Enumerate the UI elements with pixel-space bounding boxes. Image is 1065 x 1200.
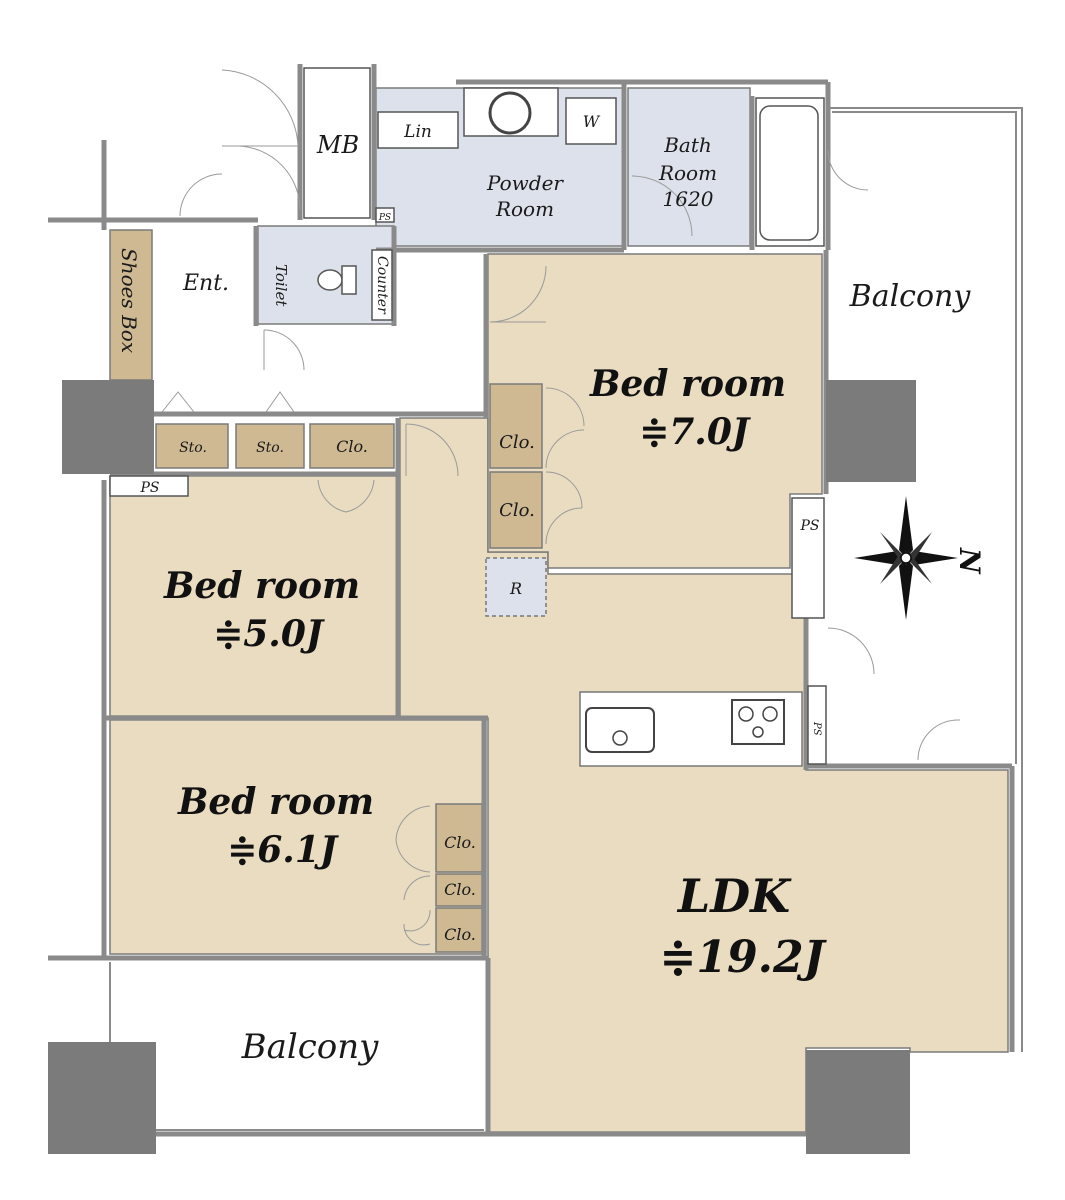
fridge-label: R	[509, 579, 522, 598]
burner-3	[752, 726, 764, 738]
vanity-cabinet	[463, 87, 559, 137]
washer-box	[565, 97, 617, 145]
sto-1-area	[155, 423, 229, 469]
kitchen-drain	[612, 730, 628, 746]
vanity-sink	[488, 91, 532, 135]
bedroom-7-name: Bed room	[589, 363, 786, 405]
ps-right-box	[791, 497, 825, 619]
ps-left-box	[109, 475, 189, 497]
ps-left-label: PS	[139, 480, 159, 496]
mb-label: MB	[316, 131, 359, 159]
bedroom-7-size: ≑7.0J	[639, 411, 751, 453]
shoes-box-area	[109, 229, 153, 381]
counter-box	[371, 249, 393, 321]
clo-hall-label: Clo.	[336, 437, 368, 456]
shoes-box-label: Shoes Box	[117, 248, 141, 353]
ldk-size: ≑19.2J	[660, 932, 828, 983]
powder-room-label-1: Powder	[486, 171, 564, 195]
sto-2-label: Sto.	[256, 440, 284, 456]
clo-a-area	[489, 383, 543, 469]
burner-2	[762, 706, 778, 722]
bedroom-5-area	[109, 475, 399, 717]
clo-d-label: Clo.	[444, 880, 476, 899]
toilet-tank	[341, 265, 357, 295]
bath-label-3: 1620	[663, 187, 714, 211]
ps-top-box	[375, 207, 395, 223]
toilet-label: Toilet	[272, 264, 290, 307]
bath-room-area	[627, 87, 751, 247]
ps-right-label: PS	[799, 518, 819, 534]
compass-rose	[854, 496, 958, 620]
kitchen-sink	[585, 707, 655, 753]
ps-kitchen-label: PS	[811, 721, 822, 736]
ps-top-label: PS	[378, 213, 391, 223]
compass-north-label: N	[953, 547, 986, 575]
burner-1	[738, 706, 754, 722]
clo-c-label: Clo.	[444, 833, 476, 852]
entrance-label: Ent.	[182, 271, 229, 296]
counter-label: Counter	[374, 256, 390, 315]
bathtub-inner	[759, 105, 819, 241]
column-left	[62, 380, 154, 474]
powder-room-label-2: Room	[495, 197, 554, 221]
clo-b-area	[489, 471, 543, 549]
washer-label: W	[583, 112, 601, 131]
fridge-box	[485, 557, 547, 617]
clo-c-area	[435, 803, 483, 873]
clo-b-label: Clo.	[499, 500, 535, 521]
balcony-bottom-label: Balcony	[241, 1027, 380, 1067]
bedroom-5-name: Bed room	[163, 565, 360, 607]
lin-box	[377, 111, 459, 149]
sto-1-label: Sto.	[179, 440, 207, 456]
bedroom-6-name: Bed room	[177, 781, 374, 823]
ps-kitchen-box	[807, 685, 827, 765]
sto-2-area	[235, 423, 305, 469]
bedroom-7-area	[487, 253, 823, 569]
balcony-right-label: Balcony	[849, 279, 972, 314]
column-bottom-left	[48, 1042, 156, 1154]
bedroom-5-size: ≑5.0J	[213, 613, 325, 655]
door-swings	[161, 69, 961, 946]
bedroom-6-area	[109, 719, 487, 955]
column-right	[826, 380, 916, 482]
column-bottom-right	[806, 1050, 910, 1154]
mb-box	[303, 67, 371, 219]
clo-e-area	[435, 907, 483, 953]
bath-label-2: Room	[658, 161, 717, 185]
bath-label-1: Bath	[663, 133, 712, 157]
ldk-name: LDK	[676, 869, 792, 923]
clo-hall-area	[309, 423, 395, 469]
clo-e-label: Clo.	[444, 925, 476, 944]
toilet-bowl	[317, 269, 343, 291]
clo-a-label: Clo.	[499, 432, 535, 453]
bedroom-6-size: ≑6.1J	[227, 829, 339, 871]
walls	[48, 64, 1015, 1137]
lin-label: Lin	[403, 122, 432, 142]
